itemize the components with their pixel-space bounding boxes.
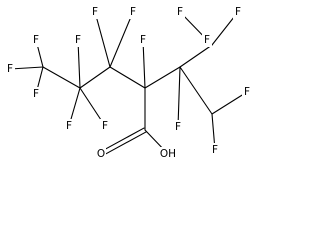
double-bond-line bbox=[101, 131, 147, 157]
single-bond bbox=[211, 91, 248, 115]
fluorine-atom-label: F bbox=[33, 34, 39, 46]
fluorine-atom-label: F bbox=[7, 63, 13, 75]
atom-label-background bbox=[233, 5, 243, 19]
single-bond bbox=[79, 66, 111, 89]
bonds-layer bbox=[9, 11, 248, 157]
fluorine-atom-label: F bbox=[175, 121, 181, 133]
hydroxyl-atom-label: OH bbox=[160, 148, 176, 160]
single-bond bbox=[42, 66, 81, 89]
fluorine-atom-label: F bbox=[33, 88, 39, 100]
atom-label-background bbox=[173, 120, 183, 134]
fluorine-atom-label: F bbox=[92, 6, 98, 18]
fluorine-atom-label: F bbox=[204, 34, 210, 46]
double-bond-line bbox=[99, 127, 145, 153]
fluorine-atom-label: F bbox=[235, 6, 241, 18]
single-bond bbox=[9, 66, 44, 70]
single-bond bbox=[142, 39, 146, 89]
single-bond bbox=[77, 39, 81, 89]
atom-label-background bbox=[242, 85, 252, 99]
atom-label-background bbox=[31, 87, 41, 101]
atom-label-background bbox=[90, 5, 100, 19]
atom-labels-layer: F F F F F F F F F F F F F F F O OH bbox=[5, 5, 252, 161]
single-bond bbox=[109, 66, 146, 89]
single-bond bbox=[177, 66, 181, 128]
fluorine-atom-label: F bbox=[75, 34, 81, 46]
atom-label-background bbox=[64, 119, 74, 133]
fluorine-atom-label: F bbox=[244, 86, 250, 98]
atom-label-background bbox=[210, 143, 220, 157]
atom-label-background bbox=[138, 33, 148, 47]
single-bond bbox=[179, 44, 213, 68]
molecular-structure-diagram: F F F F F F F F F F F F F F F O OH bbox=[5, 5, 252, 161]
atom-label-background bbox=[175, 5, 185, 19]
atom-label-background bbox=[5, 62, 15, 76]
fluorine-atom-label: F bbox=[102, 120, 108, 132]
fluorine-atom-label: F bbox=[130, 6, 136, 18]
atom-label-background bbox=[31, 33, 41, 47]
single-bond bbox=[144, 66, 181, 89]
single-bond bbox=[179, 66, 213, 115]
atom-label-background bbox=[128, 5, 138, 19]
atom-label-background bbox=[100, 119, 110, 133]
atom-label-background bbox=[202, 33, 212, 47]
single-bond bbox=[109, 11, 134, 68]
single-bond bbox=[94, 11, 111, 68]
fluorine-atom-label: F bbox=[140, 34, 146, 46]
atom-label-background bbox=[73, 33, 83, 47]
fluorine-atom-label: F bbox=[66, 120, 72, 132]
atom-label-background bbox=[96, 147, 106, 161]
carbonyl-oxygen-atom-label: O bbox=[97, 148, 105, 160]
fluorine-atom-label: F bbox=[212, 144, 218, 156]
fluorine-atom-label: F bbox=[177, 6, 183, 18]
atom-label-background bbox=[159, 147, 177, 161]
